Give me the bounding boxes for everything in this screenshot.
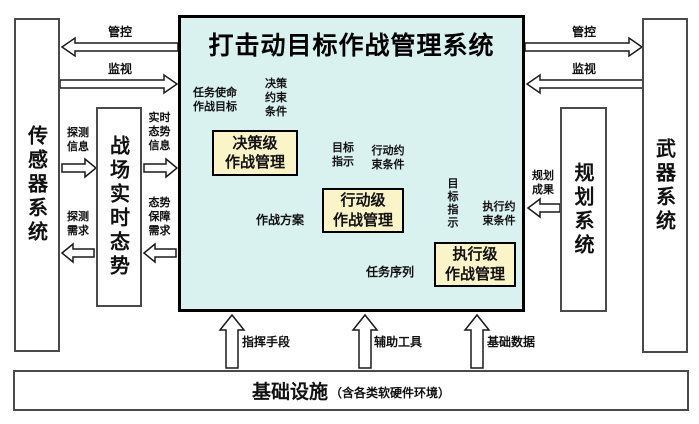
label-monitor-left: 监视 xyxy=(107,62,132,76)
planning-system-label: 规划系统 xyxy=(571,161,595,258)
label-realtime-info: 实时 态势 信息 xyxy=(148,111,171,153)
base-data-arrow xyxy=(463,313,491,369)
monitor-left-arrow xyxy=(59,73,179,95)
label-target-indication-action: 目标 指示 xyxy=(332,141,354,169)
monitor-right-arrow xyxy=(525,73,644,95)
control-right-arrow xyxy=(524,36,644,58)
realtime-info-arrow xyxy=(143,157,179,179)
label-detect-info: 探测 信息 xyxy=(67,126,89,154)
battlefield-situation-box: 战场实时态势 xyxy=(96,107,142,307)
command-means-arrow xyxy=(218,313,246,369)
weapon-system-box: 武器系统 xyxy=(642,18,688,353)
label-aux-tools: 辅助工具 xyxy=(374,335,423,349)
label-task-sequence: 任务序列 xyxy=(365,265,414,279)
detect-demand-arrow xyxy=(60,242,95,264)
execution-level-module: 执行级 作战管理 xyxy=(434,242,516,287)
battlefield-situation-label: 战场实时态势 xyxy=(106,135,131,279)
infrastructure-box: 基础设施 （含各类软硬件环境） xyxy=(13,370,689,411)
label-target-indication-exec: 目 标 指 示 xyxy=(447,177,459,229)
support-demand-arrow xyxy=(142,242,177,264)
label-mission-goal: 任务使命 作战目标 xyxy=(193,86,237,114)
label-support-demand: 态势 保障 需求 xyxy=(148,196,171,238)
label-action-constraint: 行动约 束条件 xyxy=(371,144,405,172)
label-monitor-right: 监视 xyxy=(571,62,596,76)
weapon-system-label: 武器系统 xyxy=(652,137,677,234)
label-detect-demand: 探测 需求 xyxy=(67,210,89,238)
aux-tools-arrow xyxy=(351,313,379,369)
label-planning-result: 规划 成果 xyxy=(532,169,554,197)
label-decision-constraint: 决策 约束 条件 xyxy=(265,77,287,119)
detect-info-arrow xyxy=(61,157,98,179)
page-title: 打击动目标作战管理系统 xyxy=(208,31,495,60)
label-control-left: 管控 xyxy=(107,25,132,39)
label-exec-constraint: 执行约 束条件 xyxy=(482,200,516,228)
label-control-right: 管控 xyxy=(571,25,596,39)
sensor-system-box: 传感器系统 xyxy=(14,18,60,352)
planning-system-box: 规划系统 xyxy=(560,107,607,312)
action-level-module: 行动级 作战管理 xyxy=(322,188,404,233)
label-base-data: 基础数据 xyxy=(487,335,536,349)
infrastructure-label: 基础设施 xyxy=(251,381,328,403)
planning-result-arrow xyxy=(526,197,561,219)
decision-level-module: 决策级 作战管理 xyxy=(212,130,298,176)
label-command-means: 指挥手段 xyxy=(242,335,291,349)
infrastructure-note: （含各类软硬件环境） xyxy=(330,386,451,400)
control-left-arrow xyxy=(60,36,179,58)
sensor-system-label: 传感器系统 xyxy=(24,125,49,245)
label-combat-plan: 作战方案 xyxy=(255,213,304,227)
